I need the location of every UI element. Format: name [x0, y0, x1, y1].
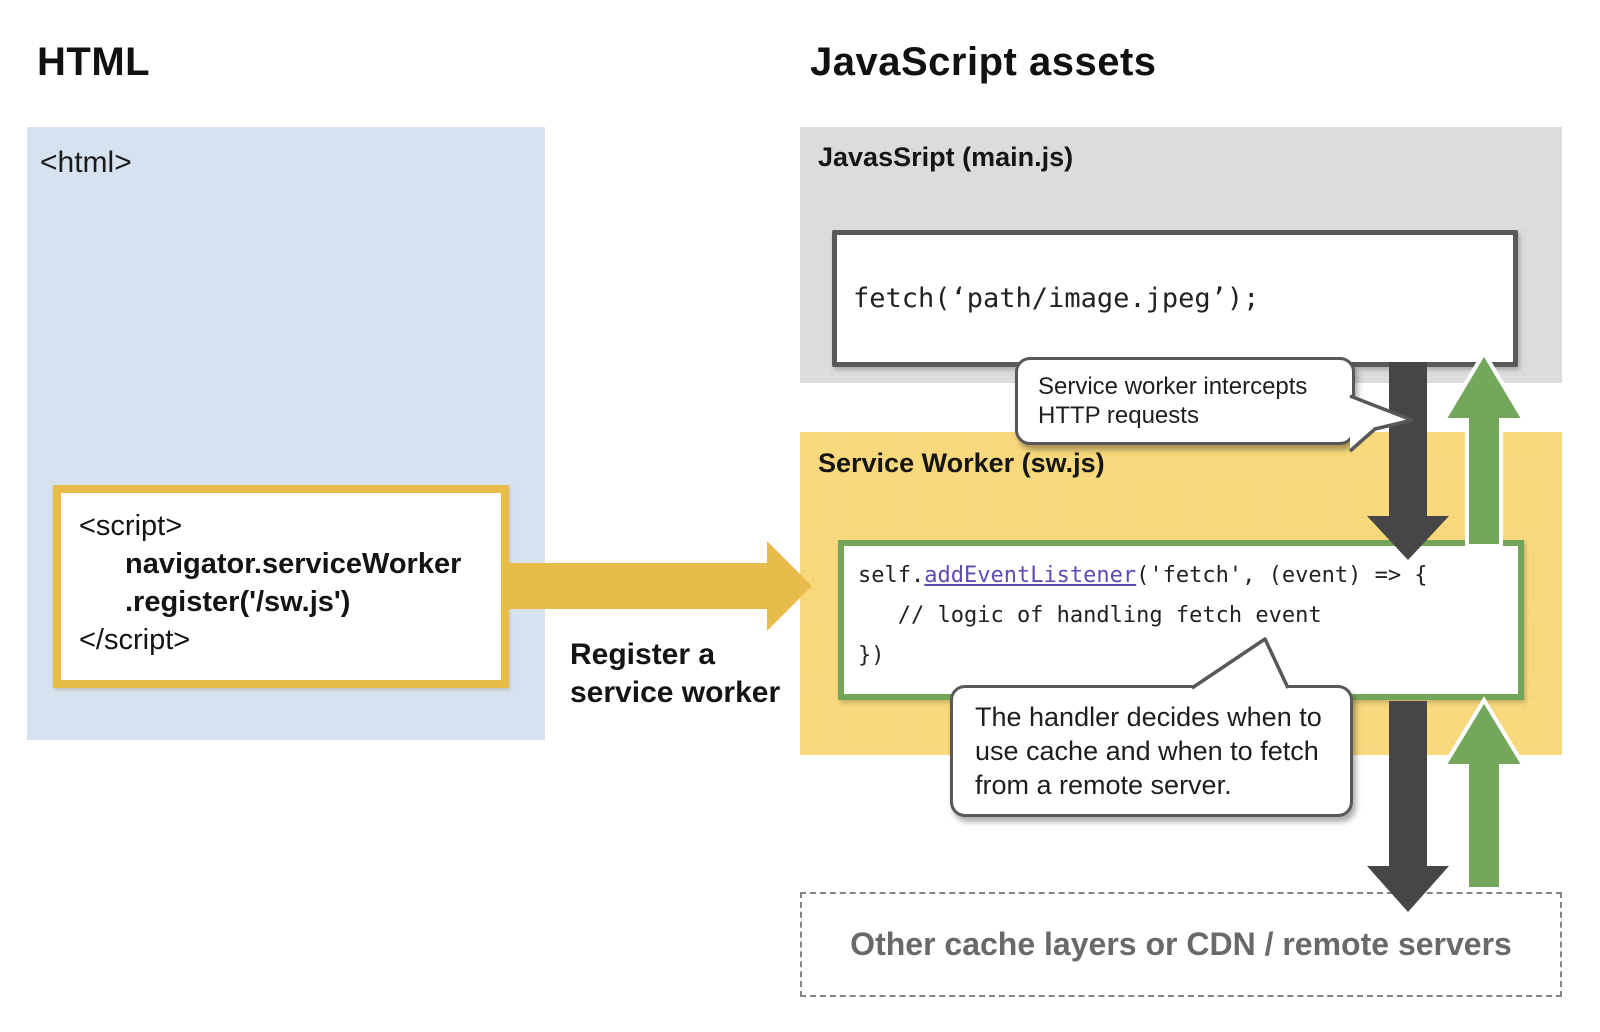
sw-code-object: self.	[858, 563, 925, 588]
sw-code-method: addEventListener	[924, 563, 1137, 588]
sw-code-line-1: self.addEventListener('fetch', (event) =…	[858, 556, 1504, 596]
register-script-box: <script> navigator.serviceWorker .regist…	[53, 485, 509, 688]
fetch-code: fetch(‘path/image.jpeg’);	[853, 283, 1260, 314]
script-code-line-3: .register('/sw.js')	[125, 586, 351, 618]
sw-code-line-2: // logic of handling fetch event	[858, 603, 1322, 628]
html-heading: HTML	[37, 40, 151, 84]
cache-layers-label: Other cache layers or CDN / remote serve…	[850, 926, 1512, 962]
intercept-bubble-text: Service worker intercepts HTTP requests	[1038, 373, 1308, 429]
fetch-code-box: fetch(‘path/image.jpeg’);	[832, 230, 1518, 367]
javascript-assets-heading: JavaScript assets	[810, 40, 1157, 84]
main-js-header: JavasSript (main.js)	[818, 142, 1074, 172]
register-arrow-label: Register a service worker	[570, 638, 781, 709]
intercept-bubble: Service worker intercepts HTTP requests	[1015, 357, 1355, 445]
handler-bubble: The handler decides when to use cache an…	[950, 685, 1353, 817]
register-arrow	[505, 541, 812, 631]
sw-code-args: ('fetch', (event) => {	[1136, 563, 1428, 588]
sw-code-line-3: })	[858, 643, 885, 668]
script-code-line-2: navigator.serviceWorker	[125, 548, 462, 580]
script-code-line-1: <script>	[79, 510, 183, 542]
service-worker-header: Service Worker (sw.js)	[818, 448, 1105, 478]
handler-bubble-text: The handler decides when to use cache an…	[975, 702, 1322, 800]
cache-layers-box: Other cache layers or CDN / remote serve…	[800, 892, 1562, 997]
script-code-line-4: </script>	[79, 624, 191, 656]
sw-code-box: self.addEventListener('fetch', (event) =…	[838, 540, 1524, 700]
html-tag-label: <html>	[40, 146, 132, 179]
